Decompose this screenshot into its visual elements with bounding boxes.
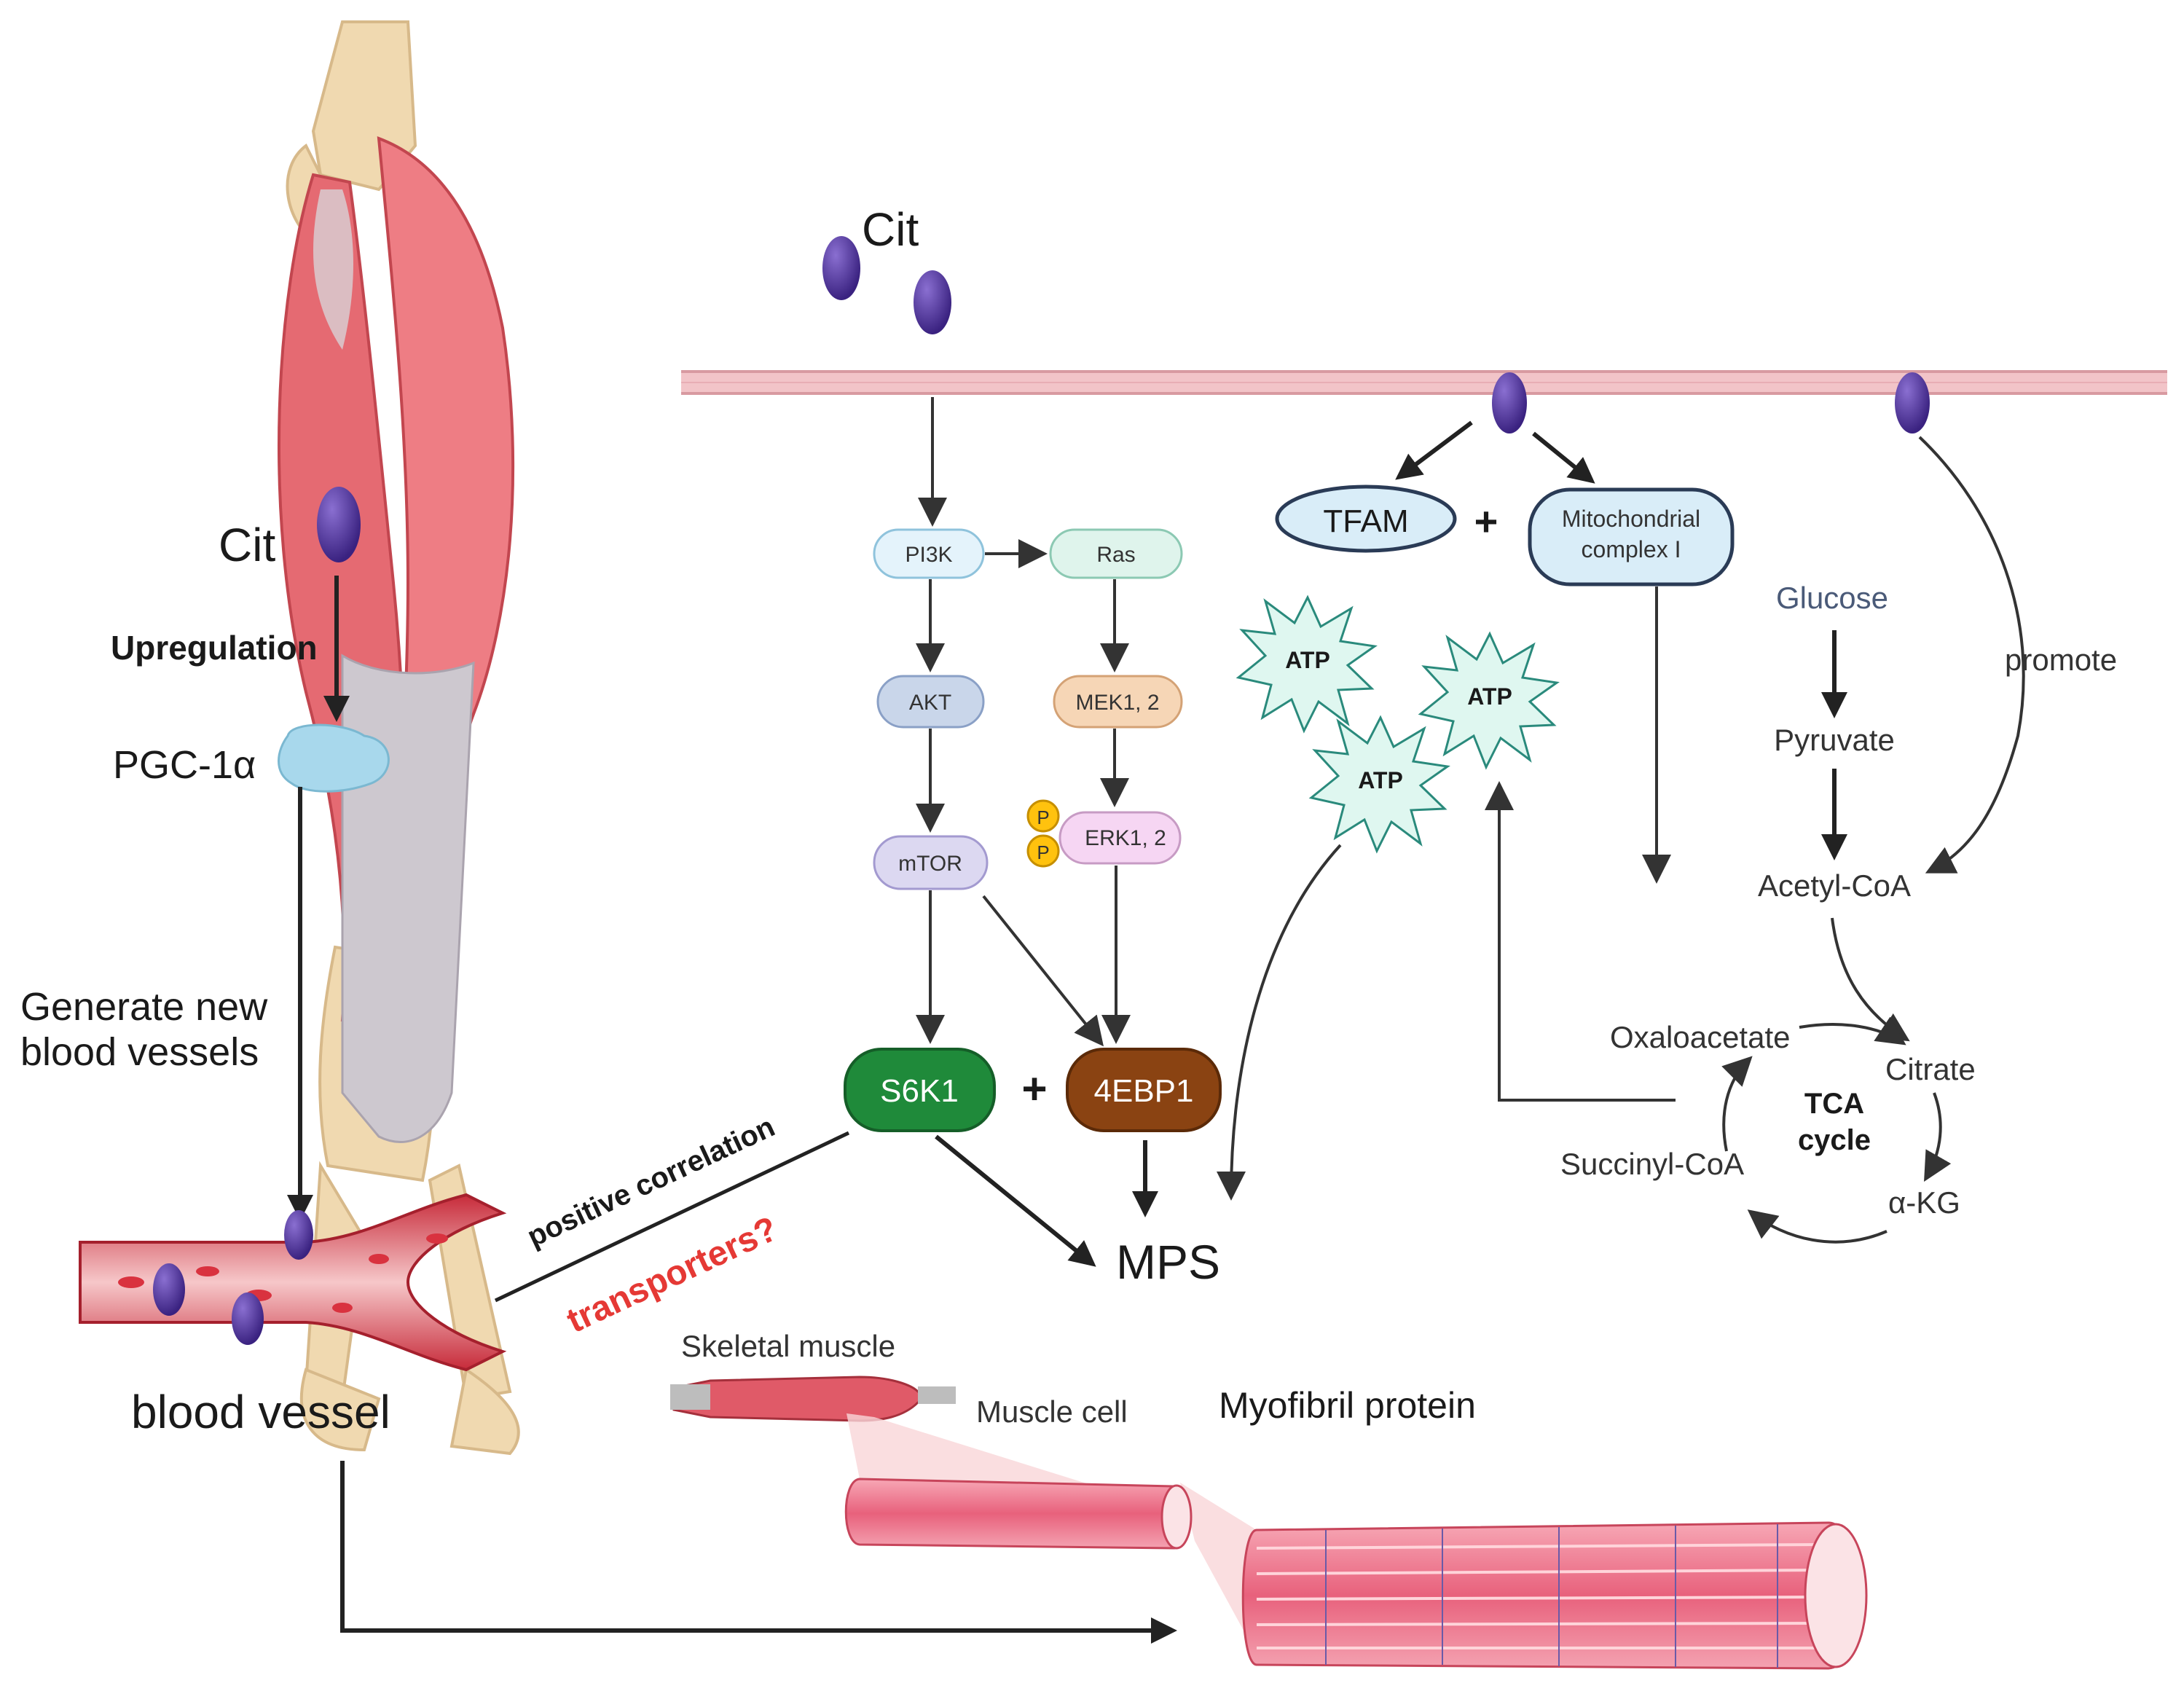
leg-illustration <box>278 20 520 1456</box>
pi3k-label: PI3K <box>905 543 952 567</box>
atp-label-1: ATP <box>1285 647 1330 673</box>
promote-label: promote <box>2005 643 2117 677</box>
tca-arrow-succinyl-oxalo <box>1721 1056 1753 1152</box>
mtor-node <box>873 835 989 890</box>
arrow-tca-atp <box>1485 781 1676 1102</box>
ras-node <box>1049 528 1183 579</box>
phospho-circle-1 <box>1026 799 1060 833</box>
atp-burst-1: ATP <box>1236 595 1378 734</box>
tca-arrow-citrate-akg <box>1924 1092 1952 1182</box>
tca-line2: cycle <box>1798 1124 1871 1156</box>
pi3k-node <box>873 528 985 579</box>
succinyl-coa-label: Succinyl-CoA <box>1560 1147 1744 1181</box>
akg-label: α-KG <box>1888 1185 1960 1220</box>
tca-arrow-oxalo-citrate <box>1799 1016 1906 1045</box>
atp-label-2: ATP <box>1467 683 1512 710</box>
cit-molecule-vessel-1 <box>153 1263 185 1316</box>
upregulation-label: Upregulation <box>111 629 318 667</box>
top-cit-label: Cit <box>862 203 919 256</box>
blood-vessel-label: blood vessel <box>131 1386 390 1438</box>
phospho-circle-2 <box>1026 834 1060 868</box>
tca-arrow-akg-succinyl <box>1747 1209 1888 1244</box>
mtor-label: mTOR <box>898 852 962 876</box>
cit-molecule-leg <box>317 487 361 562</box>
myofibril-protein-label: Myofibril protein <box>1219 1385 1476 1426</box>
blood-vessel-illustration <box>79 1193 507 1372</box>
mps-label: MPS <box>1116 1235 1220 1289</box>
s6k1-label: S6K1 <box>880 1073 959 1109</box>
cit-transporter-membrane-1 <box>1492 372 1527 433</box>
cit-molecule-vessel-2 <box>232 1292 264 1345</box>
atp-label-3: ATP <box>1358 767 1403 793</box>
pgc1a-label: PGC-1α <box>113 743 256 787</box>
arrow-s6k1-mps <box>935 1134 1096 1267</box>
complex-i-node <box>1528 487 1735 586</box>
pyruvate-label: Pyruvate <box>1774 723 1895 757</box>
s6k1-node <box>844 1048 996 1132</box>
4ebp1-node <box>1066 1048 1222 1132</box>
mek-label: MEK1, 2 <box>1075 691 1159 715</box>
cit-molecule-top-1 <box>822 236 860 300</box>
atp-burst-2: ATP <box>1418 631 1560 770</box>
skeletal-muscle-label: Skeletal muscle <box>681 1329 895 1363</box>
acetyl-coa-label: Acetyl-CoA <box>1758 868 1911 903</box>
erk-node <box>1058 811 1182 865</box>
oxaloacetate-label: Oxaloacetate <box>1610 1020 1791 1054</box>
ras-label: Ras <box>1096 543 1135 567</box>
erk-label: ERK1, 2 <box>1085 826 1166 850</box>
arrow-membrane-tfam <box>1395 420 1473 480</box>
arrow-acetyl-citrate <box>1831 917 1910 1042</box>
glucose-label: Glucose <box>1776 581 1888 615</box>
phospho-label-1: P <box>1037 807 1049 828</box>
muscle-cell-icon <box>844 1478 1193 1550</box>
cit-transporter-membrane-2 <box>1895 372 1930 433</box>
complex-i-line2: complex I <box>1582 536 1681 562</box>
arrow-atp-mps <box>1217 844 1342 1201</box>
vessel-to-myofibril-arrow <box>340 1461 1177 1644</box>
tca-line1: TCA <box>1804 1088 1864 1120</box>
akt-label: AKT <box>909 691 951 715</box>
citrate-label: Citrate <box>1885 1052 1976 1086</box>
arrow-membrane-complex <box>1532 431 1595 484</box>
correlation-line <box>494 1131 850 1303</box>
mek-node <box>1053 675 1183 729</box>
s6k1-plus: + <box>1021 1064 1047 1113</box>
muscle-cell-label: Muscle cell <box>976 1394 1128 1429</box>
pgc1a-protein-icon <box>278 723 390 793</box>
cit-molecule-top-2 <box>914 270 951 334</box>
4ebp1-label: 4EBP1 <box>1094 1073 1194 1109</box>
cit-molecule-vessel-3 <box>284 1210 313 1260</box>
arrow-membrane-promote <box>1918 436 2025 874</box>
skeletal-muscle-icon <box>670 1376 956 1422</box>
atp-burst-3: ATP <box>1308 715 1450 854</box>
tfam-label: TFAM <box>1323 503 1408 539</box>
myofibril-icon <box>1241 1521 1868 1670</box>
generate-vessels-line1: Generate new <box>20 985 268 1029</box>
tfam-node <box>1275 484 1457 553</box>
phospho-label-2: P <box>1037 841 1049 863</box>
akt-node <box>876 675 985 729</box>
generate-vessels-line2: blood vessels <box>20 1030 259 1074</box>
cell-membrane <box>681 370 2167 395</box>
arrow-mtor-4ebp1 <box>982 895 1104 1047</box>
mito-plus: + <box>1474 498 1498 544</box>
transporters-label: transporters? <box>561 1209 783 1341</box>
left-cit-label: Cit <box>219 519 275 571</box>
zoom-cone-cell-to-fibril <box>1180 1483 1260 1661</box>
complex-i-line1: Mitochondrial <box>1562 506 1700 532</box>
